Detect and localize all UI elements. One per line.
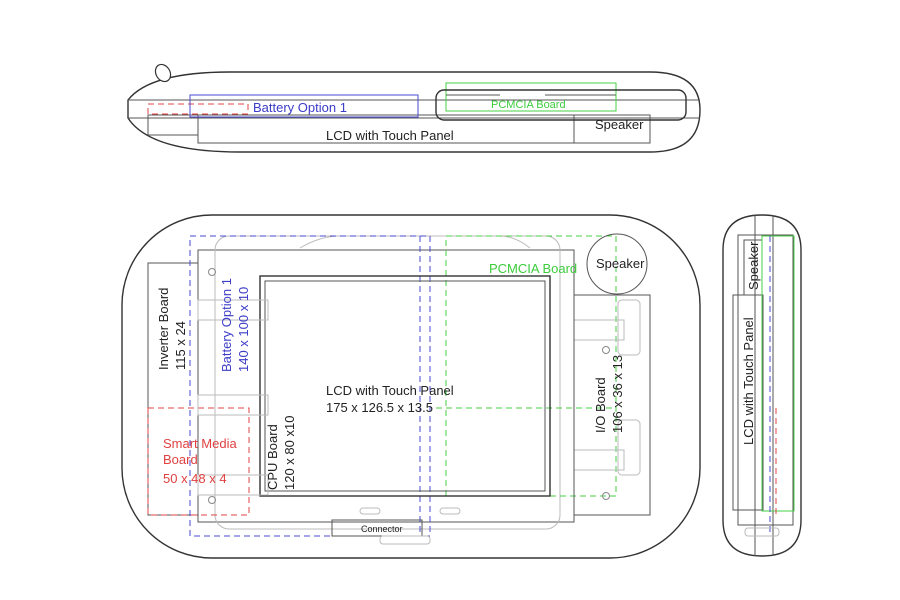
io-board-dims: 106 x 36 x 13	[610, 355, 625, 433]
side-view-lcd-label: LCD with Touch Panel	[741, 317, 756, 445]
lcd-outline	[259, 275, 551, 497]
speaker-label: Speaker	[596, 256, 645, 271]
screw-holes	[208, 268, 610, 504]
top-view-battery-outline	[189, 94, 419, 118]
top-view-lcd-label: LCD with Touch Panel	[326, 128, 454, 143]
smart-media-label-line2: Board	[163, 452, 198, 467]
side-view-enclosure	[722, 214, 802, 557]
inverter-board-dims: 115 x 24	[173, 321, 188, 370]
connector-outline	[331, 519, 423, 537]
lcd-dims: 175 x 126.5 x 13.5	[326, 400, 433, 415]
cpu-board-dims: 120 x 80 x10	[282, 416, 297, 490]
top-view-speaker-label: Speaker	[595, 117, 644, 132]
lcd-label: LCD with Touch Panel	[326, 383, 454, 398]
speaker-outline	[586, 233, 648, 295]
top-view-pcmcia-label: PCMCIA Board	[491, 99, 566, 111]
top-view-enclosure	[127, 71, 701, 153]
cpu-board-label: CPU Board	[265, 424, 280, 490]
battery-label: Battery Option 1	[219, 278, 234, 372]
battery-outline	[189, 235, 431, 537]
battery-dims: 140 x 100 x 10	[236, 287, 251, 372]
side-view: Speaker LCD with Touch Panel	[722, 214, 802, 557]
front-view-enclosure	[121, 214, 701, 559]
top-view-speaker-box	[573, 114, 651, 144]
front-view: Inverter Board 115 x 24 Battery Option 1…	[121, 214, 701, 559]
inverter-board-label: Inverter Board	[156, 288, 171, 370]
smart-media-dims: 50 x 48 x 4	[163, 471, 227, 486]
connector-label: Connector	[361, 524, 403, 534]
top-view-pcmcia-outline	[445, 82, 617, 112]
io-board-outline	[573, 294, 651, 516]
io-board-label: I/O Board	[593, 377, 608, 433]
top-view-battery-label: Battery Option 1	[253, 100, 347, 115]
smart-media-label-line1: Smart Media	[163, 436, 237, 451]
pcmcia-board-label: PCMCIA Board	[489, 261, 577, 276]
top-view: Battery Option 1 PCMCIA Board LCD with T…	[127, 63, 701, 153]
side-view-speaker-label: Speaker	[746, 241, 761, 290]
stylus-icon	[154, 63, 172, 83]
